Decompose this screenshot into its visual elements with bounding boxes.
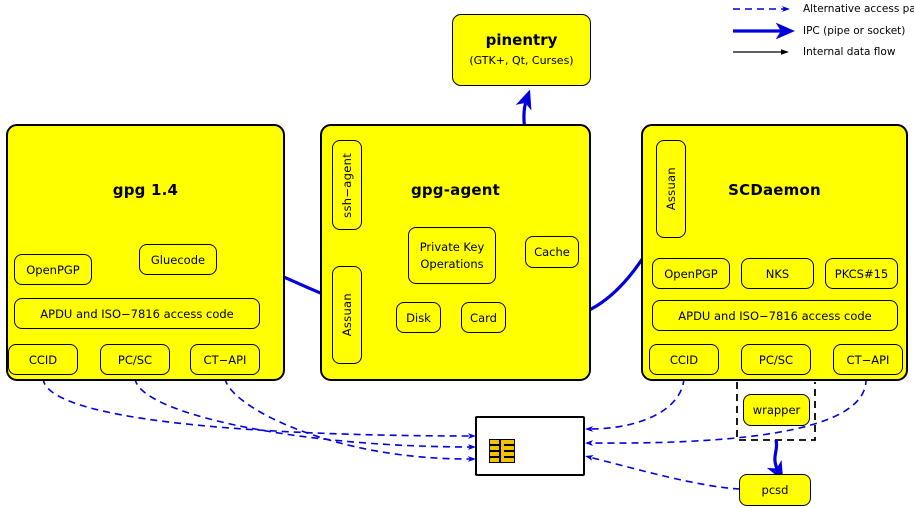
altpath-gpg-ccid-to-card	[42, 377, 476, 439]
gpg-apdu-label: APDU and ISO−7816 access code	[40, 306, 234, 321]
altpath-gpg-pcsc-to-card	[134, 377, 476, 450]
gpg-apdu-box[interactable]: APDU and ISO−7816 access code	[14, 298, 260, 329]
gpg-agent-card-box[interactable]: Card	[461, 302, 506, 333]
gpg-agent-assuan-box[interactable]: Assuan	[332, 266, 362, 364]
scdaemon-ccid-box[interactable]: CCID	[649, 344, 719, 375]
scdaemon-openpgp-box[interactable]: OpenPGP	[652, 258, 730, 289]
altpath-scd-ctapi-to-card	[585, 377, 867, 446]
legend-item-ipc: IPC (pipe or socket)	[793, 25, 905, 37]
legend-item-internal-data-flow: Internal data flow	[793, 46, 895, 58]
scdaemon-apdu-box[interactable]: APDU and ISO−7816 access code	[652, 300, 898, 331]
legend-label-alt-paths: Alternative access paths	[803, 3, 914, 15]
smartcard-box[interactable]	[475, 416, 585, 476]
wrapper-label: wrapper	[752, 403, 801, 417]
scdaemon-pcsc-label: PC/SC	[758, 352, 794, 367]
gpg-agent-cache-label: Cache	[534, 245, 570, 259]
scdaemon-pcsc-box[interactable]: PC/SC	[741, 344, 811, 375]
scdaemon-ctapi-label: CT−API	[846, 352, 890, 367]
gpg-openpgp-box[interactable]: OpenPGP	[14, 254, 92, 285]
gpg-ccid-label: CCID	[28, 352, 58, 367]
scdaemon-openpgp-label: OpenPGP	[664, 266, 718, 281]
scdaemon-pkcs15-box[interactable]: PKCS#15	[825, 258, 898, 289]
wrapper-box[interactable]: wrapper	[743, 394, 810, 426]
scdaemon-ctapi-box[interactable]: CT−API	[833, 344, 903, 375]
gpg-pcsc-box[interactable]: PC/SC	[100, 344, 170, 375]
ipc-wrapper-to-pcsd	[766, 439, 784, 481]
gpg-title: gpg 1.4	[112, 181, 179, 199]
pinentry-subtitle: (GTK+, Qt, Curses)	[469, 54, 574, 68]
gpg-ccid-box[interactable]: CCID	[8, 344, 78, 375]
gpg-gluecode-box[interactable]: Gluecode	[139, 244, 217, 275]
gpg-agent-title: gpg-agent	[410, 181, 501, 199]
gpg-agent-disk-box[interactable]: Disk	[396, 302, 441, 333]
gpg-ctapi-label: CT−API	[203, 352, 247, 367]
gpg-agent-ssh-agent-box[interactable]: ssh−agent	[332, 140, 362, 230]
gpg-agent-ssh-agent-label: ssh−agent	[340, 152, 354, 218]
scdaemon-assuan-box[interactable]: Assuan	[656, 140, 686, 238]
gpg-agent-cache-box[interactable]: Cache	[525, 236, 579, 268]
altpath-scd-ccid-to-card	[585, 377, 685, 432]
scdaemon-apdu-label: APDU and ISO−7816 access code	[678, 308, 872, 323]
private-key-ops-line1: Private Key	[419, 239, 485, 254]
altpath-gpg-ctapi-to-card	[224, 377, 476, 462]
private-key-ops-line2: Operations	[420, 256, 484, 271]
altpath-pcsd-to-card	[585, 455, 741, 490]
gpg-pcsc-label: PC/SC	[117, 352, 153, 367]
gpg-openpgp-label: OpenPGP	[26, 262, 80, 277]
scdaemon-ccid-label: CCID	[669, 352, 699, 367]
scdaemon-nks-box[interactable]: NKS	[741, 258, 814, 289]
gpg-agent-card-label: Card	[470, 310, 497, 325]
scdaemon-title: SCDaemon	[728, 181, 821, 199]
smartcard-chip-icon	[489, 439, 515, 463]
pcsd-box[interactable]: pcsd	[739, 474, 811, 506]
pinentry-box[interactable]: pinentry (GTK+, Qt, Curses)	[452, 14, 591, 86]
legend-label-internal-flow: Internal data flow	[803, 46, 896, 58]
pcsd-label: pcsd	[761, 483, 789, 497]
scdaemon-nks-label: NKS	[765, 266, 790, 281]
legend-item-alternative-access-paths: Alternative access paths	[793, 3, 914, 15]
gpg-gluecode-label: Gluecode	[150, 252, 206, 267]
pinentry-title: pinentry	[485, 31, 558, 50]
gpg-agent-private-key-operations-box[interactable]: Private Key Operations	[408, 227, 496, 284]
scdaemon-pkcs15-label: PKCS#15	[834, 266, 889, 281]
scdaemon-assuan-label: Assuan	[664, 167, 678, 211]
gpg-agent-disk-label: Disk	[406, 310, 431, 325]
legend-label-ipc: IPC (pipe or socket)	[803, 25, 906, 37]
gpg-ctapi-box[interactable]: CT−API	[190, 344, 260, 375]
gpg-agent-assuan-label: Assuan	[340, 293, 354, 337]
